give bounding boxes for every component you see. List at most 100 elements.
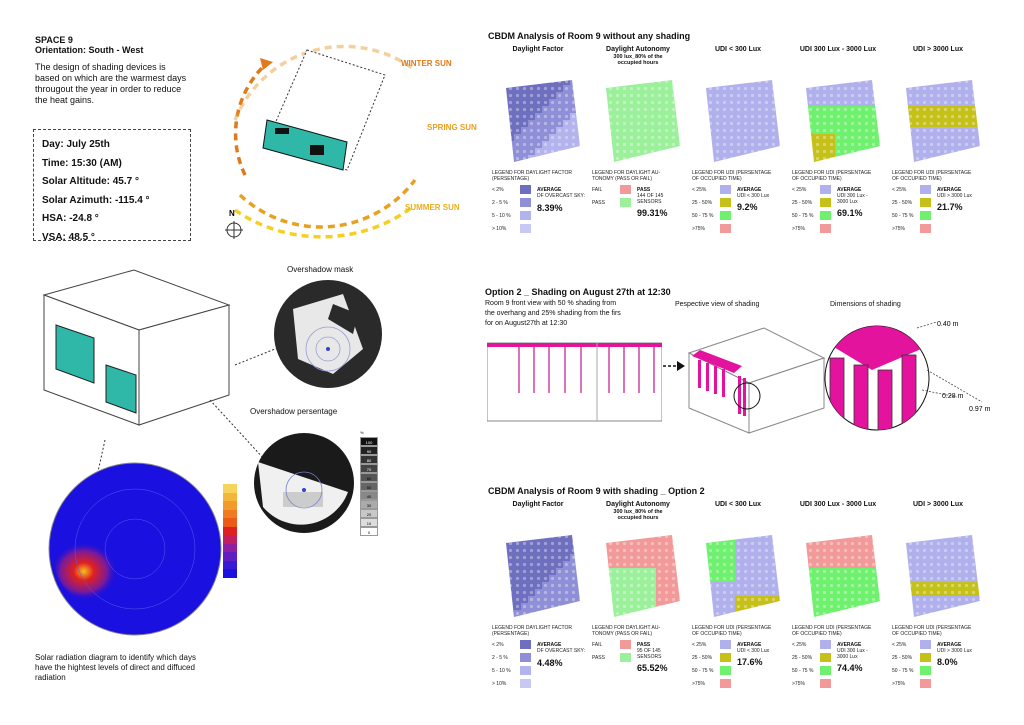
df-avg-label: AVERAGE [537, 642, 562, 648]
da-pass-sub2: SENSORS [637, 654, 662, 660]
udi-swatch [820, 666, 831, 675]
udi-swatch [920, 224, 931, 233]
col-header-3: UDI 300 Lux - 3000 Lux [799, 46, 877, 53]
legend-title-4: LEGEND FOR UDI (PERSENTAGE [892, 170, 972, 176]
shade-scale-step: 100 [360, 437, 378, 446]
udi_low-avg-sub: UDI < 300 Lux [737, 193, 770, 199]
legend-title-2-b: OF OCCUPIED TIME) [692, 631, 742, 637]
udi-range: >75% [792, 226, 805, 232]
radiation-scale-step [223, 509, 237, 518]
da-sub-1: 300 lux_80% of the [613, 509, 663, 515]
udi-swatch [720, 653, 731, 662]
da-sub-1: 300 lux_80% of the [613, 54, 663, 60]
udi-swatch [820, 224, 831, 233]
col-header-2: UDI < 300 Lux [714, 501, 762, 508]
col-header-0: Daylight Factor [512, 501, 564, 508]
da-range: PASS [592, 200, 605, 206]
df-avg-sub: DF OVERCAST SKY: [537, 193, 585, 199]
legend-title-1: LEGEND FOR DAYLIGHT AU- [592, 625, 661, 631]
udi_high-avg-label: AVERAGE [937, 187, 962, 193]
radiation-scale-step [223, 569, 237, 578]
df-swatch [520, 653, 531, 662]
udi-range: 25 - 50% [692, 200, 713, 206]
udi-range: >75% [892, 226, 905, 232]
udi_mid-avg-label: AVERAGE [837, 187, 862, 193]
udi-swatch [820, 640, 831, 649]
df-avg-value: 8.39% [537, 203, 563, 213]
udi-range: < 25% [792, 187, 807, 193]
shade-scale-step: 70 [360, 464, 378, 473]
da-pass-value: 99.31% [637, 208, 668, 218]
analysis_without-high-heatmap [906, 80, 980, 162]
da-pass-sub: 95 OF 145 [637, 648, 661, 654]
udi_high-avg-label: AVERAGE [937, 642, 962, 648]
df-avg-label: AVERAGE [537, 187, 562, 193]
df-range: > 10% [492, 681, 507, 687]
df-swatch [520, 640, 531, 649]
radiation-scale-step [223, 526, 237, 535]
udi-swatch [820, 653, 831, 662]
da-swatch [620, 185, 631, 194]
udi-range: 50 - 75 % [692, 213, 714, 219]
space-title: SPACE 9 [35, 35, 73, 45]
df-swatch [520, 224, 531, 233]
udi-range: >75% [692, 681, 705, 687]
cbdm-without-shading: CBDM Analysis of Room 9 without any shad… [480, 30, 1020, 270]
udi-swatch [820, 679, 831, 688]
udi-range: < 25% [692, 642, 707, 648]
udi-range: 50 - 75 % [892, 213, 914, 219]
overshadow-percentage-diagram [254, 433, 354, 533]
udi-swatch [720, 640, 731, 649]
dimensions-label: Dimensions of shading [830, 301, 901, 308]
df-swatch [520, 679, 531, 688]
analysis_with-low-heatmap [706, 535, 780, 617]
shade-scale-step: 40 [360, 491, 378, 500]
da-pass-sub2: SENSORS [637, 199, 662, 205]
col-header-1: Daylight Autonomy [606, 501, 670, 508]
udi_high-avg-value: 8.0% [937, 657, 958, 667]
udi_low-avg-value: 17.6% [737, 657, 763, 667]
udi-swatch [920, 679, 931, 688]
da-range: PASS [592, 655, 605, 661]
udi-range: 50 - 75 % [692, 668, 714, 674]
legend-title-1-b: TONOMY (PASS OR FAIL) [592, 176, 653, 182]
radiation-scale-step [223, 543, 237, 552]
udi-range: 25 - 50% [892, 200, 913, 206]
da-swatch [620, 653, 631, 662]
da-sub-2: occupied hours [617, 60, 659, 66]
radiation-scale-step [223, 552, 237, 561]
da-pass-value: 65.52% [637, 663, 668, 673]
udi-swatch [920, 185, 931, 194]
da-swatch [620, 198, 631, 207]
legend-title-2: LEGEND FOR UDI (PERSENTAGE [692, 170, 772, 176]
da-pass-label: PASS [637, 642, 651, 648]
df-range: 5 - 10 % [492, 213, 511, 219]
udi_low-avg-sub: UDI < 300 Lux [737, 648, 770, 654]
perspective-label: Pespective view of shading [675, 301, 760, 308]
df-range: 2 - 5 % [492, 655, 508, 661]
legend-title-0: LEGEND FOR DAYLIGHT FACTOR [492, 625, 573, 631]
legend-title-0-b: (PERSENTAGE) [492, 176, 530, 182]
udi_low-avg-label: AVERAGE [737, 642, 762, 648]
radiation-scale-step [223, 560, 237, 569]
radiation-scale [223, 484, 237, 578]
udi-swatch [820, 198, 831, 207]
analysis_with-mid-heatmap [806, 535, 880, 617]
shade-scale-step: 30 [360, 500, 378, 509]
overshadow-mask-label: Overshadow mask [287, 265, 354, 274]
udi-range: >75% [792, 681, 805, 687]
udi_high-avg-value: 21.7% [937, 202, 963, 212]
legend-title-4: LEGEND FOR UDI (PERSENTAGE [892, 625, 972, 631]
udi-swatch [820, 185, 831, 194]
shade-scale-step: 90 [360, 446, 378, 455]
analysis_with-da-heatmap [606, 535, 680, 617]
perspective-view [687, 327, 826, 434]
north-label: N [229, 209, 235, 218]
analysis_without-da-heatmap [606, 80, 680, 162]
df-range: < 2% [492, 187, 504, 193]
legend-title-3-b: OF OCCUPIED TIME) [792, 176, 842, 182]
udi-range: 25 - 50% [892, 655, 913, 661]
analysis_without-df-heatmap [506, 80, 580, 162]
shade-scale-step: 10 [360, 518, 378, 527]
udi-range: 50 - 75 % [792, 668, 814, 674]
